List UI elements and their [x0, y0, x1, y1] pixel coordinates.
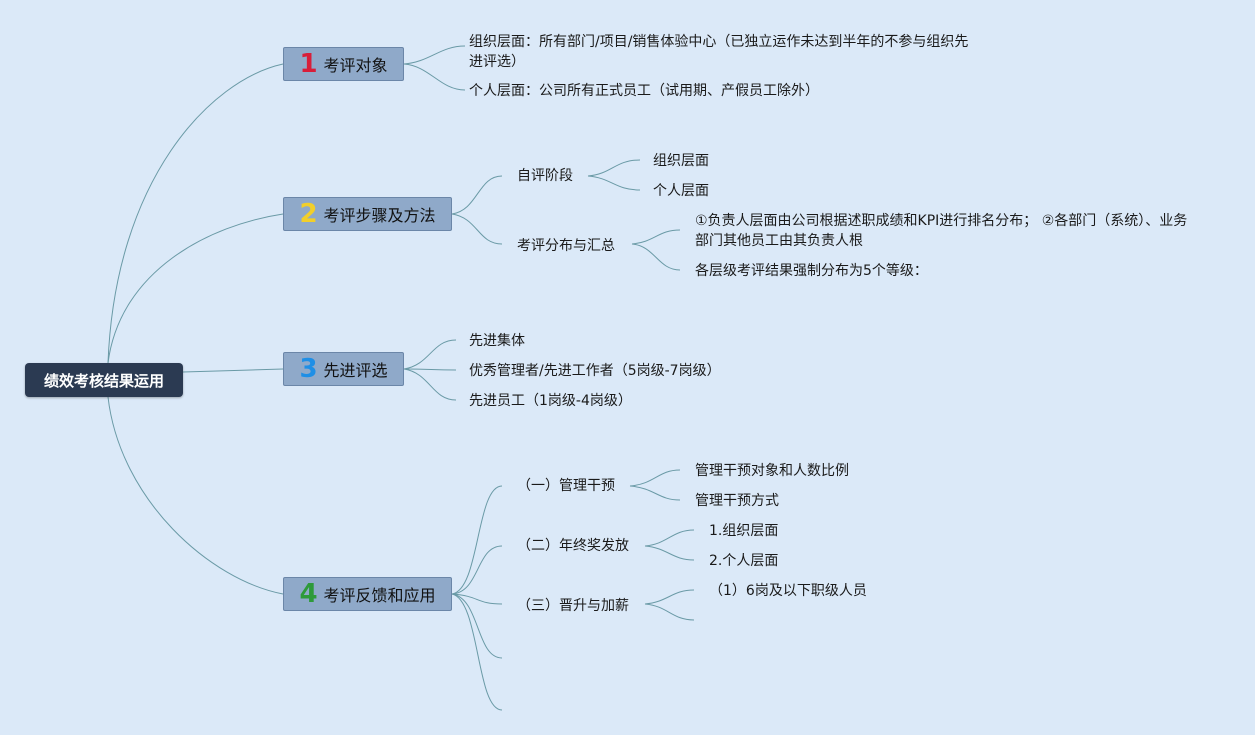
subtopic-personal-level[interactable]: 个人层面 [653, 183, 709, 199]
subtopic-bonus-org[interactable]: 1.组织层面 [709, 523, 779, 539]
topic-management-intervention[interactable]: （一）管理干预 [517, 478, 615, 494]
subtopic-bonus-personal[interactable]: 2.个人层面 [709, 553, 779, 569]
link-root-b2 [107, 213, 284, 364]
link-b4-i3-c2 [644, 603, 695, 621]
subtopic-intervention-method[interactable]: 管理干预方式 [695, 493, 779, 509]
link-b1-i2 [403, 63, 466, 91]
subtopic-promotion-level6[interactable]: （1）6岗及以下职级人员 [709, 583, 867, 599]
number-4-icon: 4 [299, 579, 318, 609]
subtopic-intervention-targets[interactable]: 管理干预对象和人数比例 [695, 463, 849, 479]
link-b2-i1 [451, 175, 503, 215]
link-b2-i2-c2 [631, 243, 681, 271]
branch-label: 考评对象 [323, 56, 388, 75]
link-b2-i1-c2 [587, 175, 641, 191]
link-b4-i1-c2 [629, 485, 681, 501]
branch-label: 先进评选 [323, 361, 388, 380]
branch-node-3[interactable]: 3 先进评选 [283, 352, 404, 386]
link-b4-i5 [451, 593, 503, 711]
link-b2-i2 [451, 213, 503, 245]
link-b4-i1 [451, 485, 503, 595]
topic-excellent-manager[interactable]: 优秀管理者/先进工作者（5岗级-7岗级） [469, 363, 721, 379]
link-root-b3 [182, 368, 284, 373]
branch-node-4[interactable]: 4 考评反馈和应用 [283, 577, 452, 611]
link-b4-i2-c2 [644, 545, 695, 561]
topic-self-eval[interactable]: 自评阶段 [517, 168, 573, 184]
link-b4-i3 [451, 593, 503, 605]
link-b3-i3 [403, 368, 457, 401]
subtopic-five-levels[interactable]: 各层级考评结果强制分布为5个等级： [695, 263, 928, 279]
link-b4-i2 [451, 545, 503, 595]
link-b3-i1 [403, 339, 457, 370]
number-3-icon: 3 [299, 354, 318, 384]
link-b4-i4 [451, 593, 503, 659]
topic-org-scope[interactable]: 组织层面：所有部门/项目/销售体验中心（已独立运作未达到半年的不参与组织先进评选… [469, 34, 969, 70]
topic-advanced-employee[interactable]: 先进员工（1岗级-4岗级） [469, 393, 632, 409]
branch-label: 考评反馈和应用 [323, 586, 436, 605]
branch-node-1[interactable]: 1 考评对象 [283, 47, 404, 81]
topic-advanced-team[interactable]: 先进集体 [469, 333, 525, 349]
subtopic-org-level[interactable]: 组织层面 [653, 153, 709, 169]
link-root-b1 [107, 63, 284, 364]
link-b2-i1-c1 [587, 159, 641, 177]
number-1-icon: 1 [299, 49, 318, 79]
branch-node-2[interactable]: 2 考评步骤及方法 [283, 197, 452, 231]
branch-label: 考评步骤及方法 [323, 206, 436, 225]
root-node[interactable]: 绩效考核结果运用 [25, 363, 183, 397]
topic-personal-scope[interactable]: 个人层面：公司所有正式员工（试用期、产假员工除外） [469, 83, 819, 99]
root-label: 绩效考核结果运用 [43, 371, 164, 390]
topic-year-end-bonus[interactable]: （二）年终奖发放 [517, 538, 629, 554]
number-2-icon: 2 [299, 199, 318, 229]
link-b4-i3-c1 [644, 589, 695, 605]
link-b1-i1 [403, 45, 466, 65]
link-b4-i2-c1 [644, 529, 695, 547]
link-b2-i2-c1 [631, 229, 681, 245]
subtopic-ranking-rule[interactable]: ①负责人层面由公司根据述职成绩和KPI进行排名分布； ②各部门（系统）、业务部门… [695, 213, 1188, 249]
link-b3-i2 [403, 368, 457, 371]
link-b4-i1-c1 [629, 469, 681, 487]
link-root-b4 [107, 396, 284, 595]
topic-distribution[interactable]: 考评分布与汇总 [517, 238, 615, 254]
topic-promotion-raise[interactable]: （三）晋升与加薪 [517, 598, 629, 614]
